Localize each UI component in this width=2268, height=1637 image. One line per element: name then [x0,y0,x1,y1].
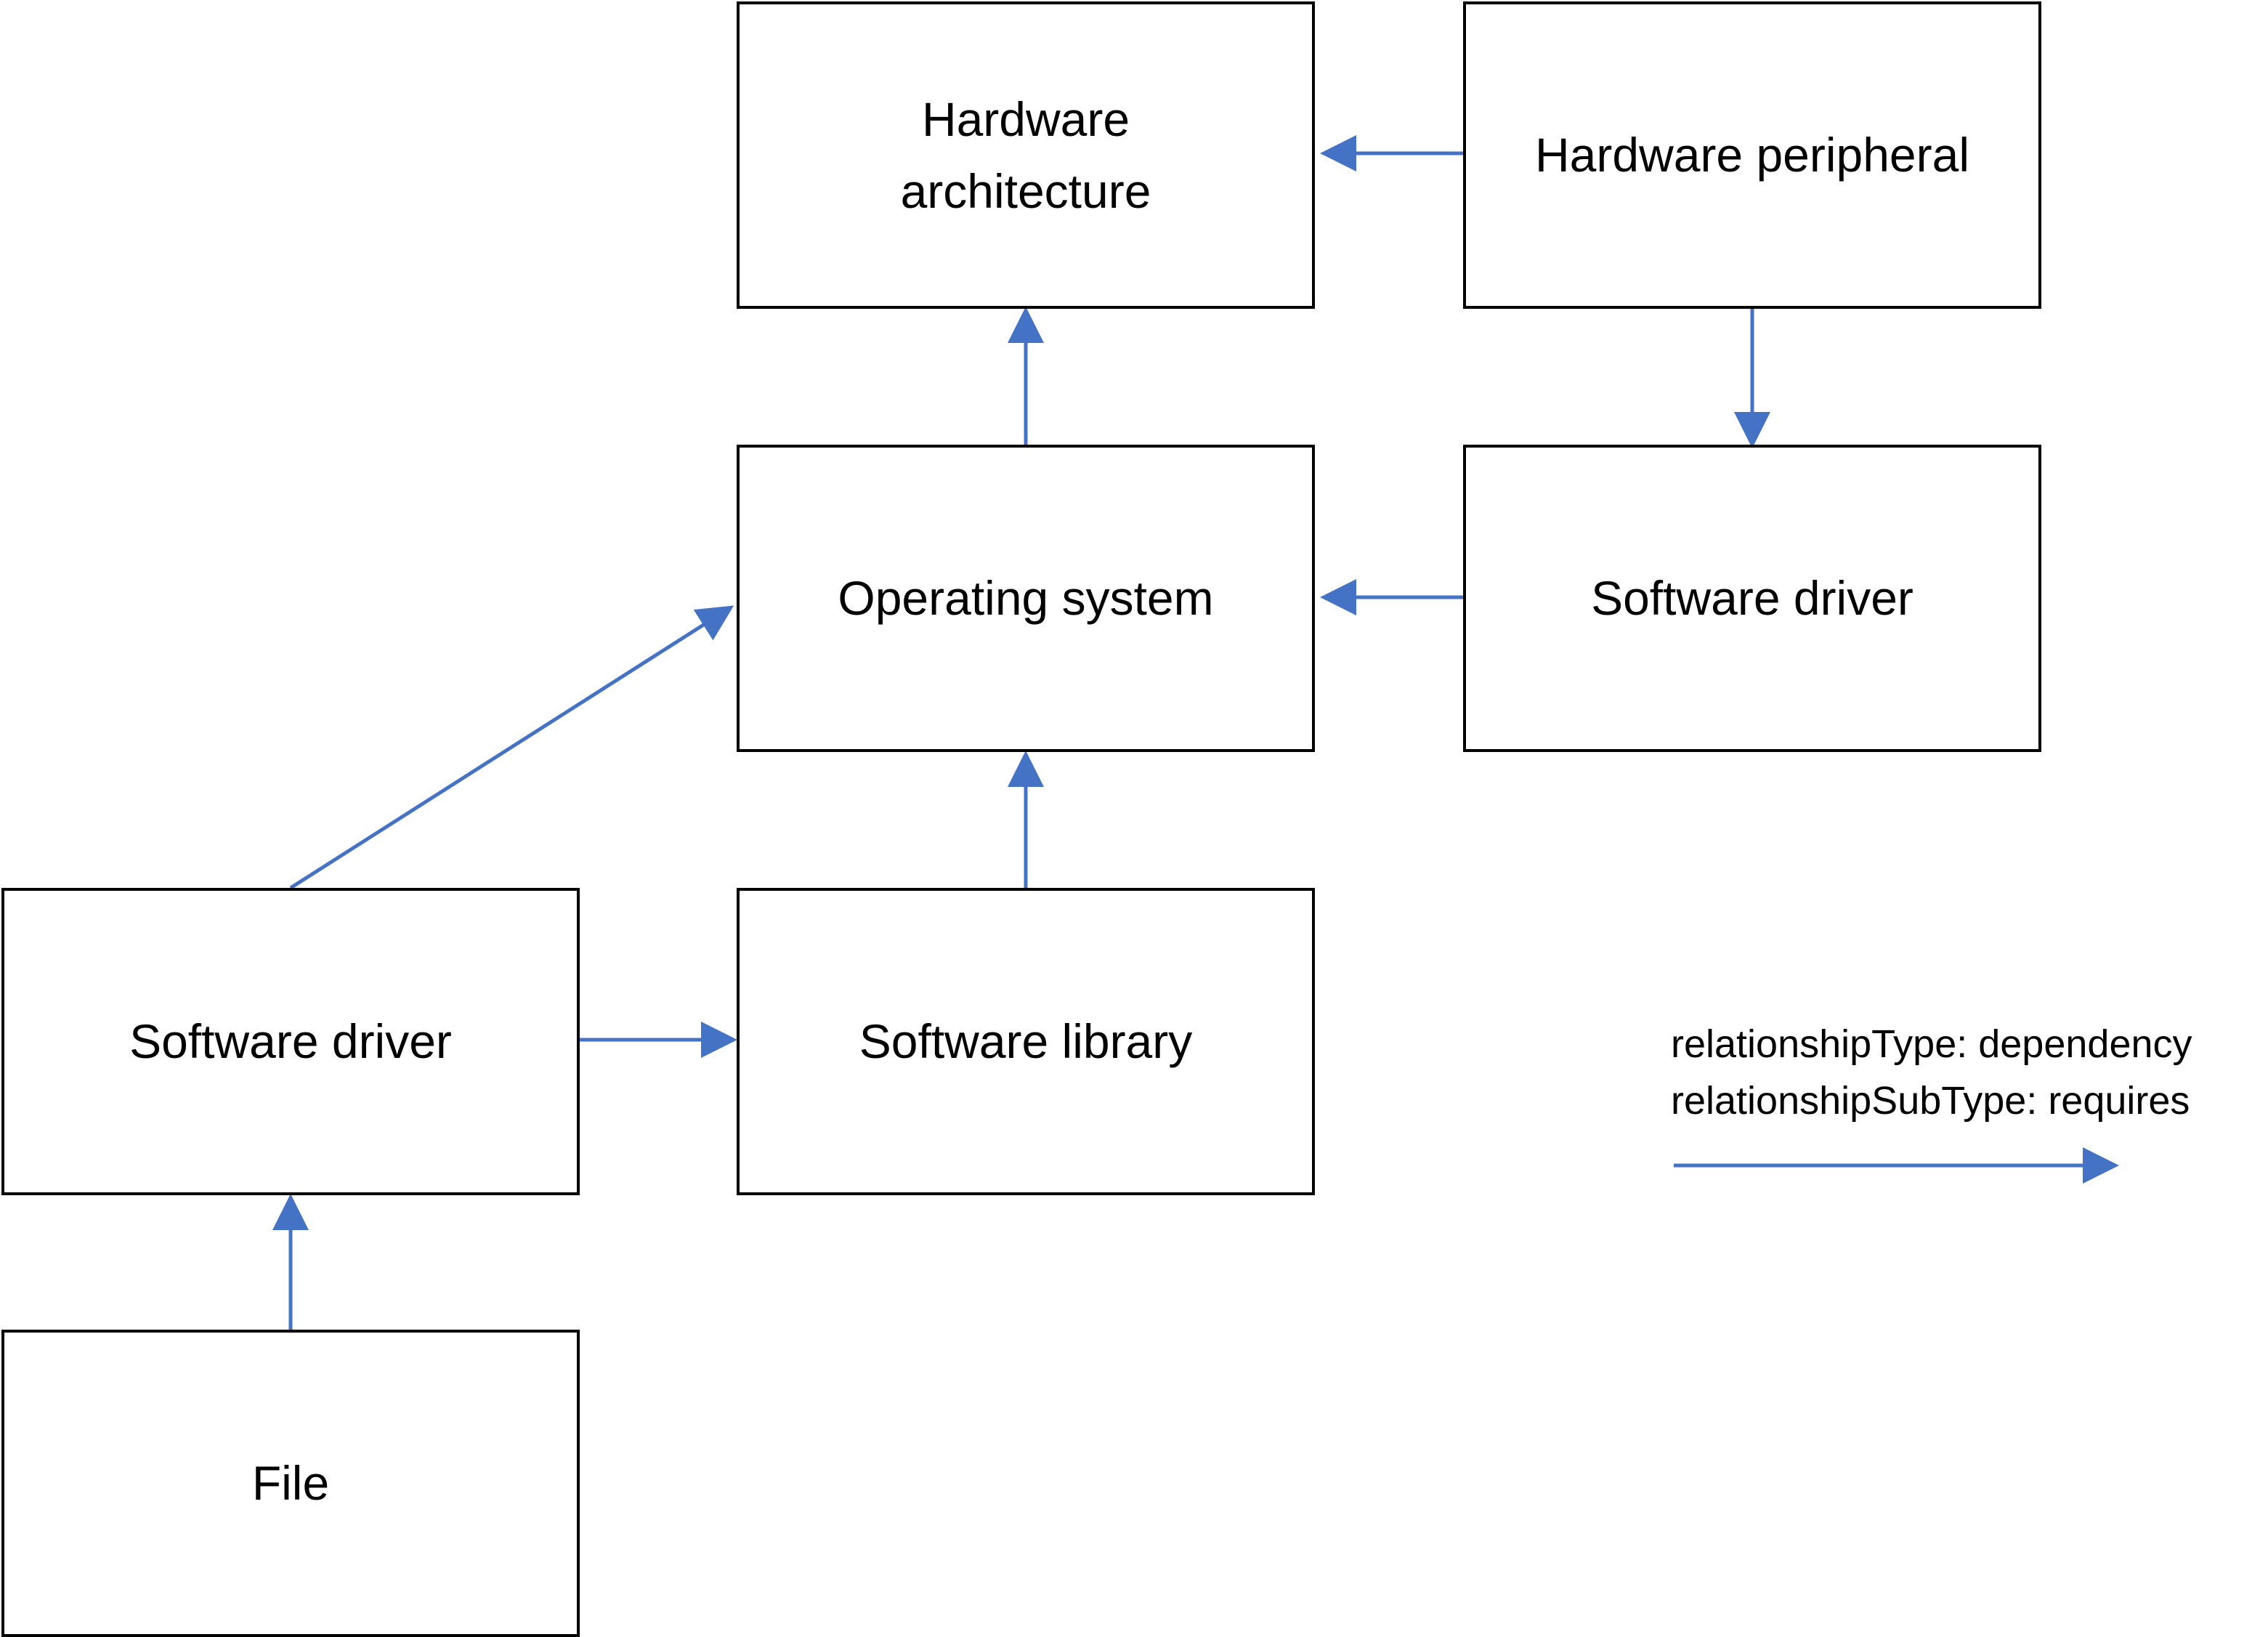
software-driver-left-label: Software driver [129,1014,452,1068]
operating-system-box[interactable]: Operating system [737,445,1315,752]
legend-relationship-subtype: relationshipSubType: requires [1671,1079,2190,1123]
operating-system-label: Operating system [838,571,1214,625]
hardware-architecture-box[interactable]: Hardware architecture [737,1,1315,309]
software-library-box[interactable]: Software library [737,888,1315,1195]
file-label: File [251,1456,330,1510]
hardware-peripheral-label: Hardware peripheral [1535,128,1969,182]
legend: relationshipType: dependency relationshi… [1671,1016,2252,1129]
file-box[interactable]: File [1,1330,580,1637]
arrow-software-driver-left-to-operating-system [289,605,734,890]
legend-relationship-type: relationshipType: dependency [1671,1022,2192,1066]
software-driver-left-box[interactable]: Software driver [1,888,580,1195]
hardware-peripheral-box[interactable]: Hardware peripheral [1463,1,2041,309]
software-library-label: Software library [859,1014,1193,1068]
hardware-architecture-label: Hardware architecture [900,92,1151,218]
software-driver-right-label: Software driver [1591,571,1913,625]
software-driver-right-box[interactable]: Software driver [1463,445,2041,752]
